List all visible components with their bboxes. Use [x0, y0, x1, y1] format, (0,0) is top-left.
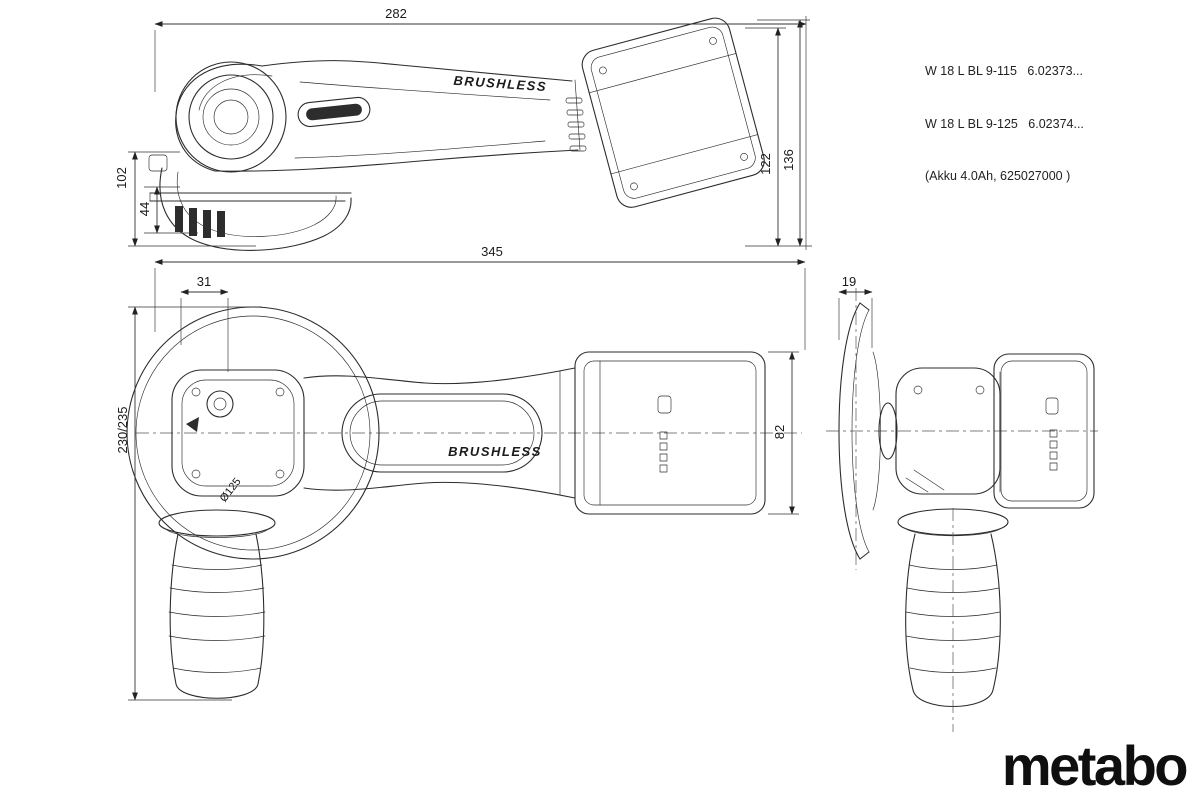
view-front — [826, 288, 1098, 732]
dim-label-345: 345 — [481, 244, 503, 259]
dims-top-view: 345 31 230/235 82 — [115, 244, 806, 701]
disc-diameter-marking: Ø125 — [218, 476, 244, 505]
dim-label-19: 19 — [842, 274, 856, 289]
clamp-teeth — [175, 206, 225, 238]
dim-label-44: 44 — [137, 202, 152, 216]
side-handle-top — [158, 509, 276, 699]
dim-label-282: 282 — [385, 6, 407, 21]
product-code-line-2: W 18 L BL 9-125 6.02374... — [925, 116, 1084, 131]
dim-label-31: 31 — [197, 274, 211, 289]
switch-paddle — [297, 96, 371, 128]
dim-label-136: 136 — [781, 149, 796, 171]
battery-pack-front — [993, 353, 1095, 509]
brushless-marking-side: BRUSHLESS — [453, 73, 548, 94]
dims-side-view: 282 102 44 122 136 — [114, 6, 812, 250]
view-side-elevation: BRUSHLESS — [148, 17, 765, 251]
battery-spec-line: (Akku 4.0Ah, 625027000 ) — [925, 169, 1071, 183]
spindle-lock-arrow — [186, 417, 199, 432]
product-info-block: W 18 L BL 9-115 6.02373... W 18 L BL 9-1… — [925, 28, 1084, 203]
dim-label-102: 102 — [114, 167, 129, 189]
metabo-logo: metabo — [1001, 734, 1189, 797]
dim-label-82: 82 — [772, 425, 787, 439]
dim-label-230-235: 230/235 — [115, 407, 130, 454]
battery-pack-side — [581, 17, 765, 208]
side-handle-front — [897, 508, 1009, 732]
dim-label-122: 122 — [758, 153, 773, 175]
battery-pack-top — [574, 351, 766, 515]
dims-front-view: 19 — [838, 274, 873, 348]
brushless-marking-top: BRUSHLESS — [448, 444, 542, 459]
product-code-line-1: W 18 L BL 9-115 6.02373... — [925, 64, 1083, 78]
vent-slits — [565, 97, 587, 152]
